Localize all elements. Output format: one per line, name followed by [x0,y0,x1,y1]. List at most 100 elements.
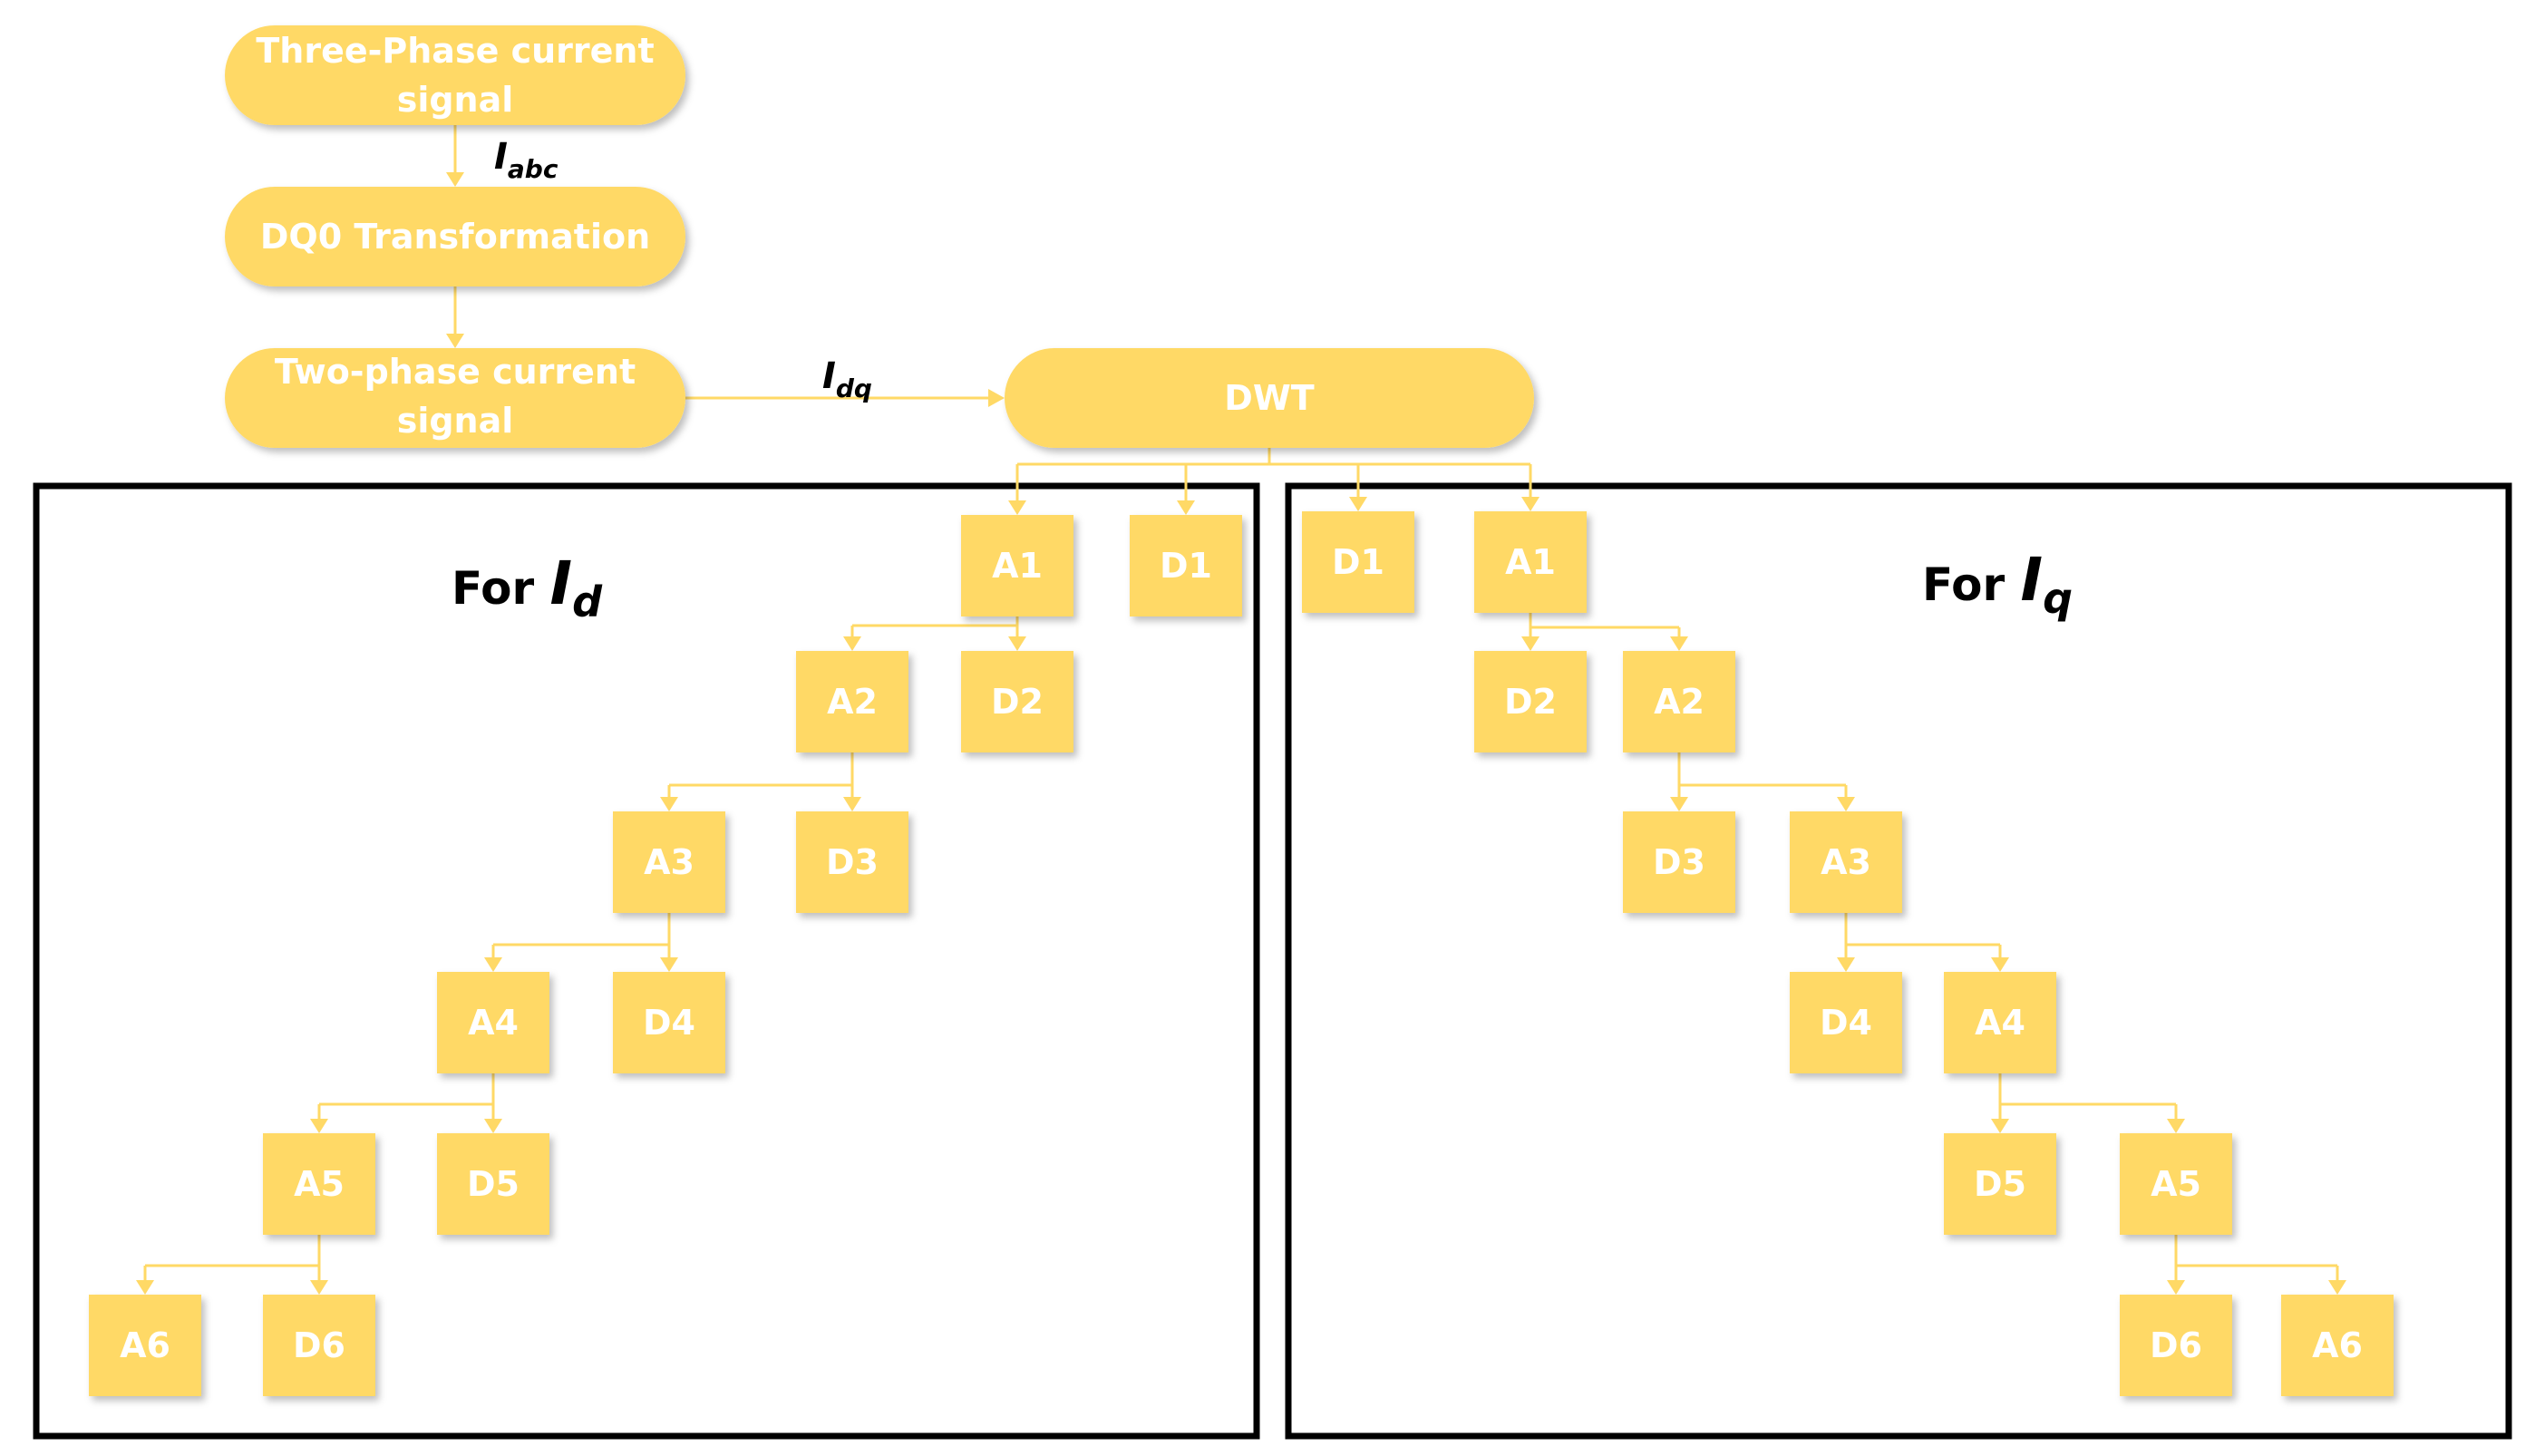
id-node-d6: D6 [263,1295,375,1396]
iq-node-a6-label: A6 [2312,1325,2363,1365]
id-node-d3: D3 [796,811,908,913]
iq-node-d2-label: D2 [1504,682,1557,722]
id-node-a5-label: A5 [294,1164,345,1204]
id-node-d4-label: D4 [643,1003,695,1043]
iq-node-a4: A4 [1944,972,2056,1073]
conn-iq-a3-arrow-0-arrowhead [1837,957,1855,972]
panel-frame-iq [1285,482,2512,1440]
iq-node-d1: D1 [1302,511,1414,613]
id-node-d2: D2 [961,651,1073,752]
conn-id-a5-arrow-0-arrowhead [136,1280,154,1295]
id-node-a2: A2 [796,651,908,752]
conn-id-a1-arrow-1-arrowhead [1008,636,1026,651]
panel-frame-id [33,482,1260,1440]
iq-node-a2: A2 [1623,651,1735,752]
id-node-d1: D1 [1130,515,1242,616]
two-phase-label-line-1: Two-phase current [275,352,636,392]
iq-node-d4: D4 [1790,972,1902,1073]
id-node-d4: D4 [613,972,725,1073]
iq-node-a1: A1 [1474,511,1587,613]
panel-id-title-subscript: d [572,578,603,626]
iq-node-d5: D5 [1944,1133,2056,1235]
panel-id-title-symbol: I [550,548,573,618]
iq-node-d4-label: D4 [1820,1003,1872,1043]
dwt-label: DWT [1224,378,1314,418]
iq-node-a5-label: A5 [2151,1164,2201,1204]
conn-id-a5-arrow-1-arrowhead [310,1280,328,1295]
three-phase-label-line-2: signal [397,80,514,120]
conn-id-a2-arrow-0-arrowhead [660,797,678,811]
iq-node-d1-label: D1 [1332,542,1384,582]
dq0-transformation-node: DQ0 Transformation [225,187,685,286]
three-phase-current-node: Three-Phase current signal [225,25,685,125]
iq-node-d2: D2 [1474,651,1587,752]
iq-node-a3-label: A3 [1821,842,1871,882]
conn-id-a3-arrow-1-arrowhead [660,957,678,972]
id-node-a3-label: A3 [644,842,694,882]
conn-iq-a4-arrow-0-arrowhead [1991,1119,2009,1133]
conn-id-a4-arrow-0-arrowhead [310,1119,328,1133]
panel-iq-title-prefix: For [1922,558,2021,611]
conn-iq-a4-arrow-1-arrowhead [2167,1119,2185,1133]
conn-id-a2-arrow-1-arrowhead [843,797,861,811]
signal-iabc-subscript: abc [508,154,558,184]
id-node-a4-label: A4 [468,1003,519,1043]
conn-dwt-to-id-d1-arrowhead [1177,500,1195,515]
conn-id-a1-arrow-0-arrowhead [843,636,861,651]
conn-three-phase-to-dq0-arrowhead [446,172,464,187]
two-phase-label-line-2: signal [397,401,514,441]
iq-node-a1-label: A1 [1505,542,1556,582]
conn-dwt-to-iq-d1-arrowhead [1349,497,1367,511]
conn-iq-a2-arrow-1-arrowhead [1837,797,1855,811]
iq-node-a2-label: A2 [1654,682,1705,722]
id-node-d1-label: D1 [1160,546,1212,586]
panel-id-title-prefix: For [452,562,550,615]
signal-iabc-symbol: I [494,136,508,178]
iq-node-d3: D3 [1623,811,1735,913]
conn-dwt-to-iq-a1-arrowhead [1521,497,1539,511]
iq-node-a3: A3 [1790,811,1902,913]
conn-iq-a2-arrow-0-arrowhead [1670,797,1688,811]
id-node-d2-label: D2 [991,682,1044,722]
two-phase-current-node: Two-phase current signal [225,348,685,448]
id-node-a2-label: A2 [827,682,878,722]
three-phase-label-line-1: Three-Phase current [256,31,654,71]
iq-node-d6-label: D6 [2150,1325,2202,1365]
iq-node-a5: A5 [2120,1133,2232,1235]
dwt-node: DWT [1005,348,1534,448]
id-node-d5: D5 [437,1133,549,1235]
id-node-a6-label: A6 [120,1325,170,1365]
id-node-a4: A4 [437,972,549,1073]
id-node-a1-label: A1 [992,546,1043,586]
conn-dwt-to-id-a1-arrowhead [1008,500,1026,515]
id-node-a6: A6 [89,1295,201,1396]
panel-title-iq: For Iq [1922,545,2073,623]
conn-iq-a1-arrow-0-arrowhead [1521,636,1539,651]
id-node-d3-label: D3 [826,842,879,882]
id-node-d6-label: D6 [293,1325,345,1365]
conn-iq-a5-arrow-1-arrowhead [2328,1280,2346,1295]
dq0-transformation-label: DQ0 Transformation [260,217,650,257]
panel-iq-title-subscript: q [2043,574,2073,623]
iq-node-d6: D6 [2120,1295,2232,1396]
conn-id-a3-arrow-0-arrowhead [484,957,502,972]
id-node-d5-label: D5 [467,1164,520,1204]
id-node-a1: A1 [961,515,1073,616]
connector-layer [136,125,2346,1295]
conn-dq0-to-two-phase-arrowhead [446,334,464,348]
conn-iq-a5-arrow-0-arrowhead [2167,1280,2185,1295]
conn-iq-a1-arrow-1-arrowhead [1670,636,1688,651]
panel-title-id: For Id [452,548,603,626]
id-node-a5: A5 [263,1133,375,1235]
iq-node-d3-label: D3 [1653,842,1705,882]
conn-iq-a3-arrow-1-arrowhead [1991,957,2009,972]
iq-node-a4-label: A4 [1975,1003,2025,1043]
signal-idq-symbol: I [822,355,836,397]
conn-id-a4-arrow-1-arrowhead [484,1119,502,1133]
panel-iq-title-symbol: I [2021,545,2044,615]
signal-label-idq: Idq [822,355,872,403]
iq-node-a6: A6 [2281,1295,2394,1396]
iq-node-d5-label: D5 [1974,1164,2026,1204]
conn-two-phase-to-dwt-arrowhead [988,389,1005,407]
